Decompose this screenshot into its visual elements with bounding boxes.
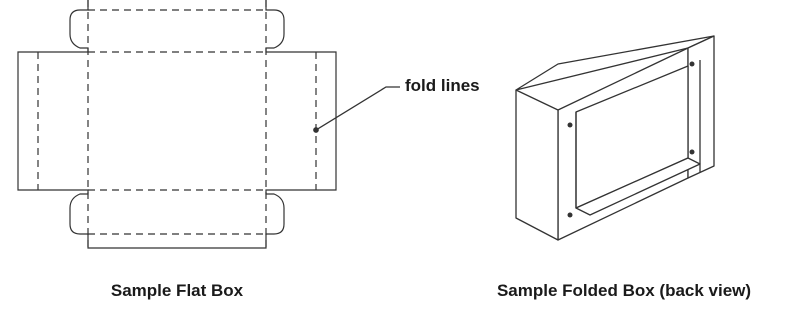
folded-box-right-side [687, 35, 715, 179]
folded-box [515, 35, 715, 241]
folded-box-left-side [515, 89, 559, 241]
flat-box-caption: Sample Flat Box [110, 281, 244, 300]
fold-lines [37, 0, 317, 248]
fold-lines-leader [313, 86, 400, 133]
fold-lines-label: fold lines [405, 76, 480, 95]
folded-box-rivets [567, 61, 695, 218]
flat-box [17, 0, 337, 249]
flat-box-outline [17, 0, 337, 249]
folded-box-caption: Sample Folded Box (back view) [496, 281, 752, 300]
